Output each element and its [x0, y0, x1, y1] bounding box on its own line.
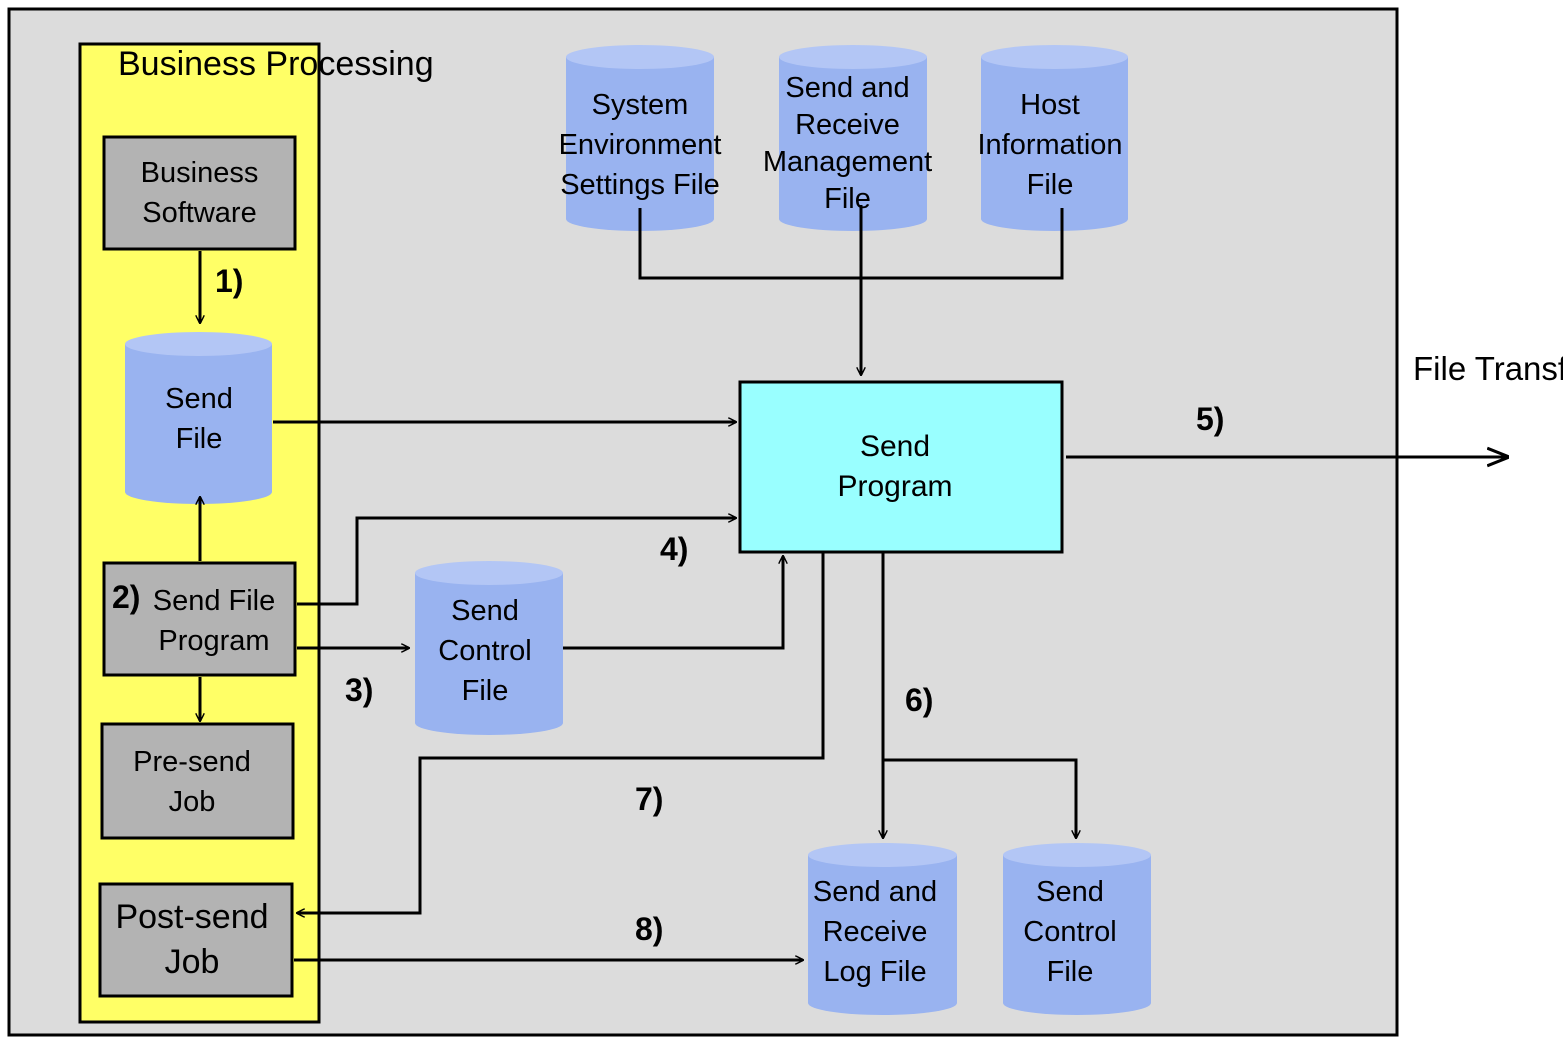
step-4-label: 4) [660, 531, 689, 567]
send-program-label: Send Program [837, 430, 953, 503]
step-8-label: 8) [635, 911, 664, 947]
send-receive-mgmt-cylinder-icon [779, 45, 927, 231]
system-env-settings-label: System Environment Settings File [558, 89, 722, 201]
arrow-6-to-control [883, 758, 1076, 838]
send-control-bottom-cylinder-icon [1003, 843, 1151, 1015]
step-3-label: 3) [345, 672, 374, 708]
business-software-box [102, 135, 297, 251]
send-file-cylinder-icon [125, 332, 272, 504]
file-transfer-label: File Transfer [1413, 350, 1563, 387]
arrow-7-to-postsend [297, 552, 825, 913]
step-6-label: 6) [905, 682, 934, 718]
arrow-4-program-to-sendprogram [297, 518, 736, 606]
send-file-label: Send File [165, 383, 233, 455]
send-control-bottom-label: Send Control File [1023, 876, 1117, 988]
step-5-label: 5) [1196, 401, 1225, 437]
host-info-label: Host Information File [977, 89, 1123, 201]
host-info-cylinder-icon [981, 45, 1128, 231]
send-receive-mgmt-label: Send and Receive Management File [762, 72, 933, 215]
arrow-control-to-sendprogram [563, 556, 783, 650]
business-processing-title: Business Processing [118, 45, 434, 83]
pre-send-job-box [100, 722, 295, 840]
system-env-settings-cylinder-icon [566, 45, 714, 231]
business-software-label: Business Software [140, 157, 259, 229]
post-send-job-label: Post-send Job [115, 898, 269, 981]
send-file-program-label: Send File Program [152, 585, 276, 657]
send-control-mid-cylinder-icon [415, 561, 563, 735]
send-program-box [738, 380, 1064, 554]
post-send-job-box [98, 882, 294, 998]
send-receive-log-cylinder-icon [808, 843, 957, 1015]
connector-top-files [638, 208, 1064, 280]
step-7-label: 7) [635, 781, 664, 817]
step-2-label: 2) [112, 579, 141, 615]
send-receive-log-label: Send and Receive Log File [812, 876, 938, 988]
send-control-mid-label: Send Control File [438, 595, 532, 707]
step-1-label: 1) [215, 263, 244, 299]
pre-send-job-label: Pre-send Job [133, 746, 251, 818]
send-file-program-box [102, 561, 297, 677]
